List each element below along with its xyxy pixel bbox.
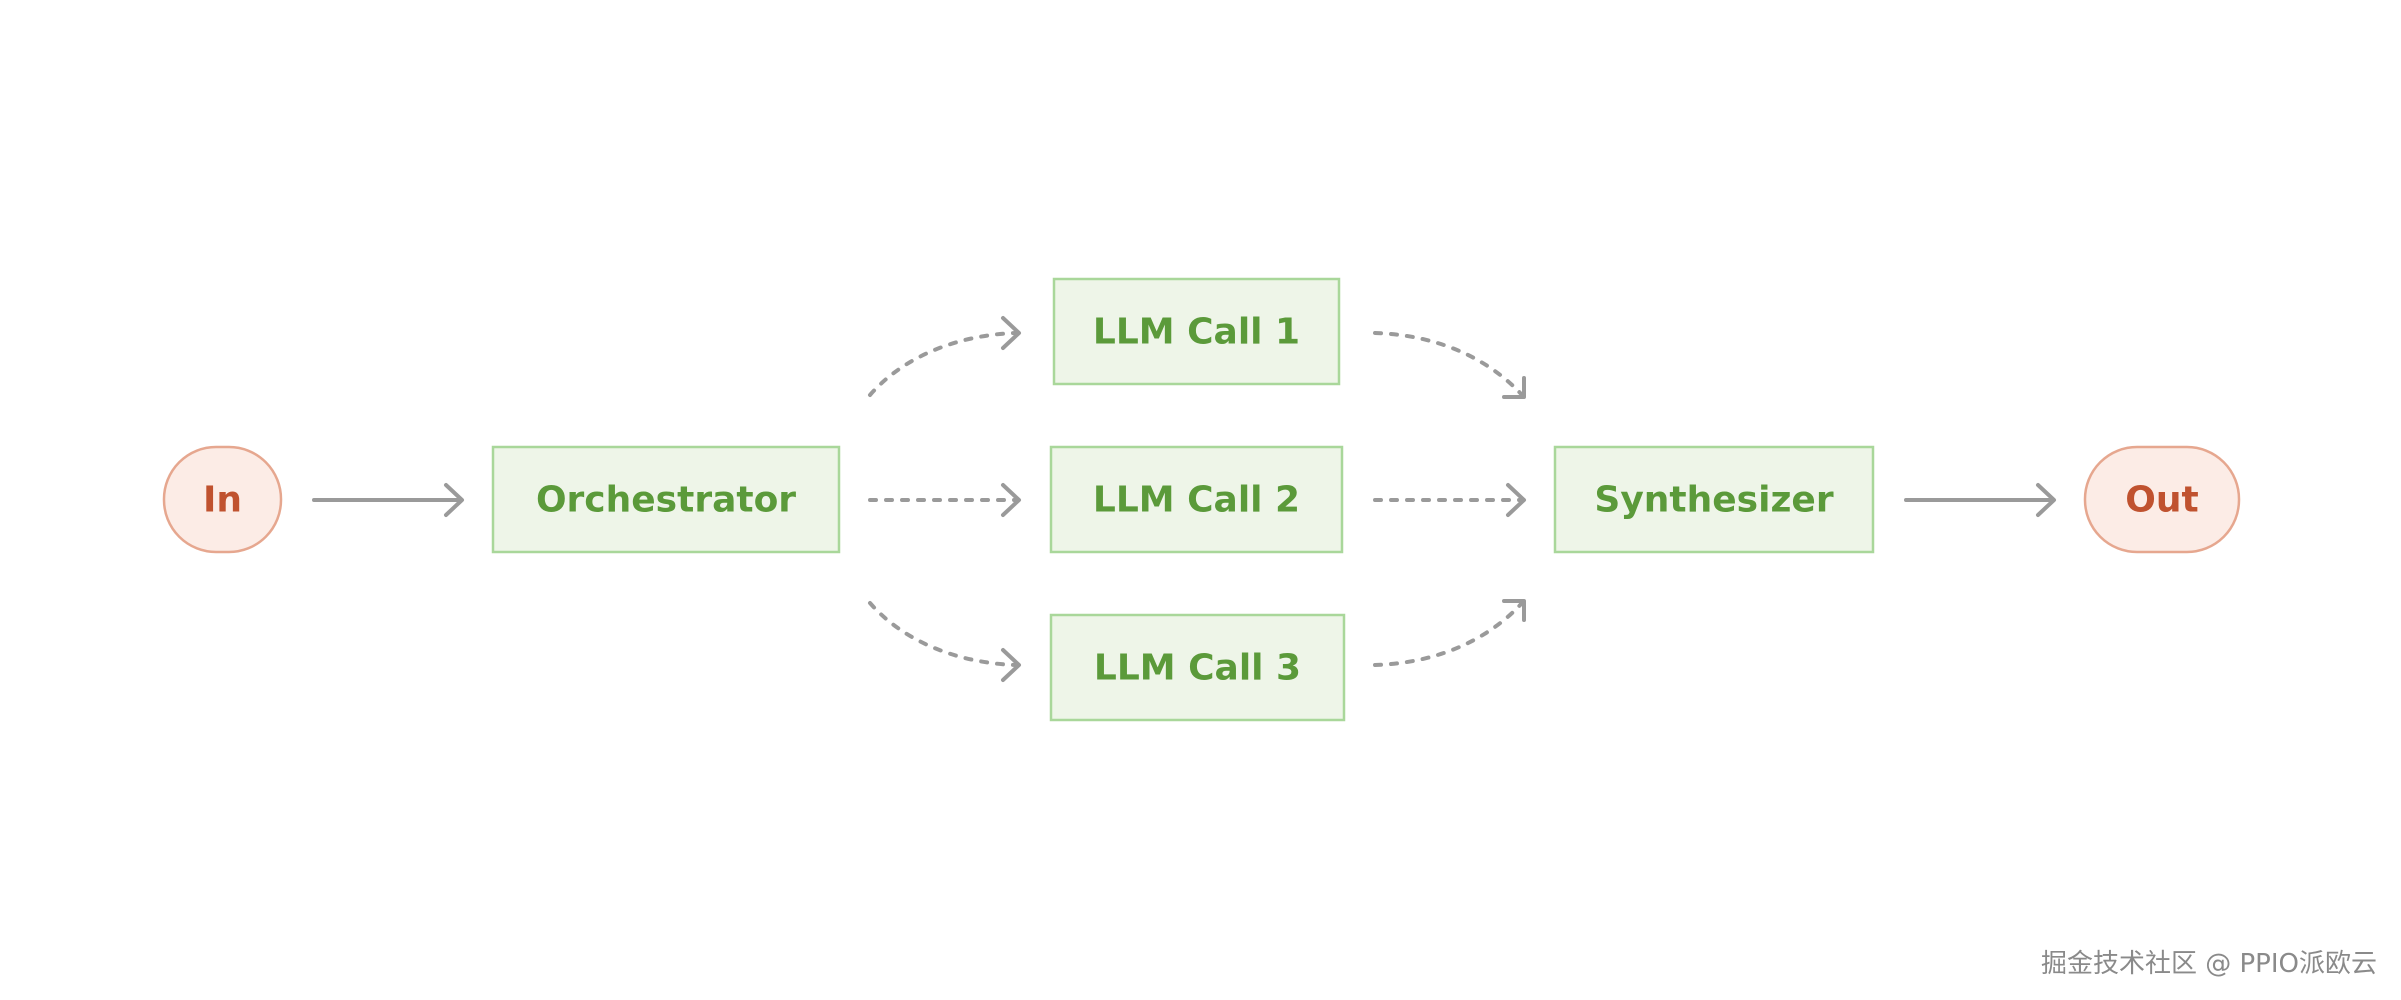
- edge-orchestrator-to-llm-call-3: [868, 601, 1021, 682]
- synthesizer-node: Synthesizer: [1553, 445, 1875, 554]
- output-node-label: Out: [2125, 480, 2198, 521]
- edge-synthesizer-to-output: [1904, 483, 2056, 517]
- llm-call-3-node: LLM Call 3: [1049, 613, 1346, 722]
- input-node-label: In: [203, 480, 242, 521]
- edge-llm-call-2-to-synthesizer: [1373, 483, 1526, 517]
- edge-llm-call-1-to-synthesizer: [1373, 331, 1526, 399]
- llm-call-2-node: LLM Call 2: [1049, 445, 1344, 554]
- llm-call-1-label: LLM Call 1: [1093, 312, 1300, 353]
- llm-call-1-node: LLM Call 1: [1052, 277, 1341, 386]
- edge-llm-call-3-to-synthesizer: [1373, 599, 1526, 667]
- orchestrator-node: Orchestrator: [491, 445, 841, 554]
- orchestrator-node-label: Orchestrator: [536, 480, 796, 521]
- edge-input-to-orchestrator: [312, 483, 464, 517]
- output-node: Out: [2083, 445, 2241, 554]
- llm-call-2-label: LLM Call 2: [1093, 480, 1300, 521]
- input-node: In: [162, 445, 283, 554]
- watermark-text: 掘金技术社区 @ PPIO派欧云: [2040, 949, 2377, 979]
- edge-orchestrator-to-llm-call-2: [868, 483, 1021, 517]
- synthesizer-node-label: Synthesizer: [1594, 480, 1833, 521]
- llm-call-3-label: LLM Call 3: [1094, 648, 1301, 689]
- edge-orchestrator-to-llm-call-1: [868, 316, 1021, 397]
